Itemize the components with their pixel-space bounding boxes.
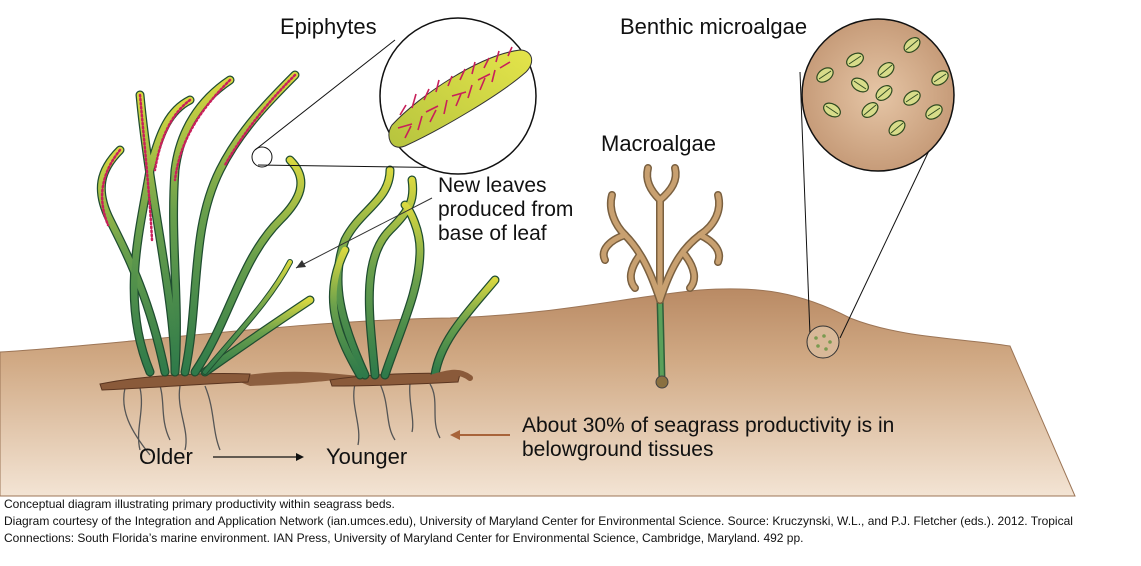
microalgae-zoom xyxy=(799,18,955,359)
macroalgae xyxy=(599,164,723,389)
new-leaves-pointer xyxy=(295,197,433,269)
older-label: Older xyxy=(139,444,193,469)
caption-title: Conceptual diagram illustrating primary … xyxy=(4,497,395,511)
seagrass-diagram xyxy=(0,17,1076,497)
epiphytes-label: Epiphytes xyxy=(280,14,377,39)
older-seagrass xyxy=(96,70,315,377)
belowground-label: About 30% of seagrass productivity is in… xyxy=(522,414,895,461)
macroalgae-label: Macroalgae xyxy=(601,131,716,156)
younger-label: Younger xyxy=(326,444,408,469)
sediment xyxy=(0,288,1076,497)
rhizome-older xyxy=(99,372,251,391)
new-leaves-label: New leaves produced from base of leaf xyxy=(438,174,574,245)
figure-caption: Conceptual diagram illustrating primary … xyxy=(4,496,1134,547)
sediment-shadow xyxy=(230,371,360,386)
younger-seagrass xyxy=(328,165,500,381)
epiphyte-zoom xyxy=(251,17,537,175)
caption-credit: Diagram courtesy of the Integration and … xyxy=(4,514,1073,545)
benthic-microalgae-label: Benthic microalgae xyxy=(620,14,808,39)
roots xyxy=(123,383,441,456)
